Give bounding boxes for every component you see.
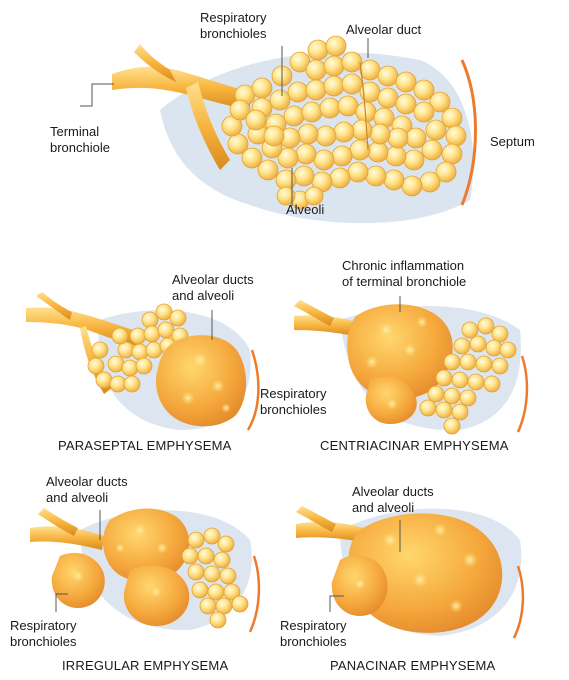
normal-acinus — [80, 36, 476, 223]
septum-arc — [250, 556, 259, 632]
caption-centriacinar-emphysema: CENTRIACINAR EMPHYSEMA — [320, 438, 509, 453]
label-alveoli: Alveoli — [286, 202, 324, 218]
label-respiratory-bronchioles: Respiratory bronchioles — [260, 386, 327, 418]
label-alveolar-ducts-and-alveoli: Alveolar ducts and alveoli — [352, 484, 434, 516]
label-septum: Septum — [490, 134, 535, 150]
centriacinar-acinus — [294, 296, 527, 434]
caption-paraseptal-emphysema: PARASEPTAL EMPHYSEMA — [58, 438, 232, 453]
label-chronic-inflammation: Chronic inflammation of terminal bronchi… — [342, 258, 466, 290]
label-respiratory-bronchioles: Respiratory bronchioles — [10, 618, 77, 650]
label-alveolar-duct: Alveolar duct — [346, 22, 421, 38]
label-alveolar-ducts-and-alveoli: Alveolar ducts and alveoli — [46, 474, 128, 506]
label-respiratory-bronchioles: Respiratory bronchioles — [200, 10, 267, 42]
enlarged-airspace — [156, 335, 246, 426]
label-respiratory-bronchioles: Respiratory bronchioles — [280, 618, 347, 650]
label-terminal-bronchiole: Terminal bronchiole — [50, 124, 110, 156]
irregular-acinus — [30, 508, 259, 632]
paraseptal-acinus — [26, 292, 258, 430]
caption-irregular-emphysema: IRREGULAR EMPHYSEMA — [62, 658, 228, 673]
caption-panacinar-emphysema: PANACINAR EMPHYSEMA — [330, 658, 495, 673]
label-alveolar-ducts-and-alveoli: Alveolar ducts and alveoli — [172, 272, 254, 304]
